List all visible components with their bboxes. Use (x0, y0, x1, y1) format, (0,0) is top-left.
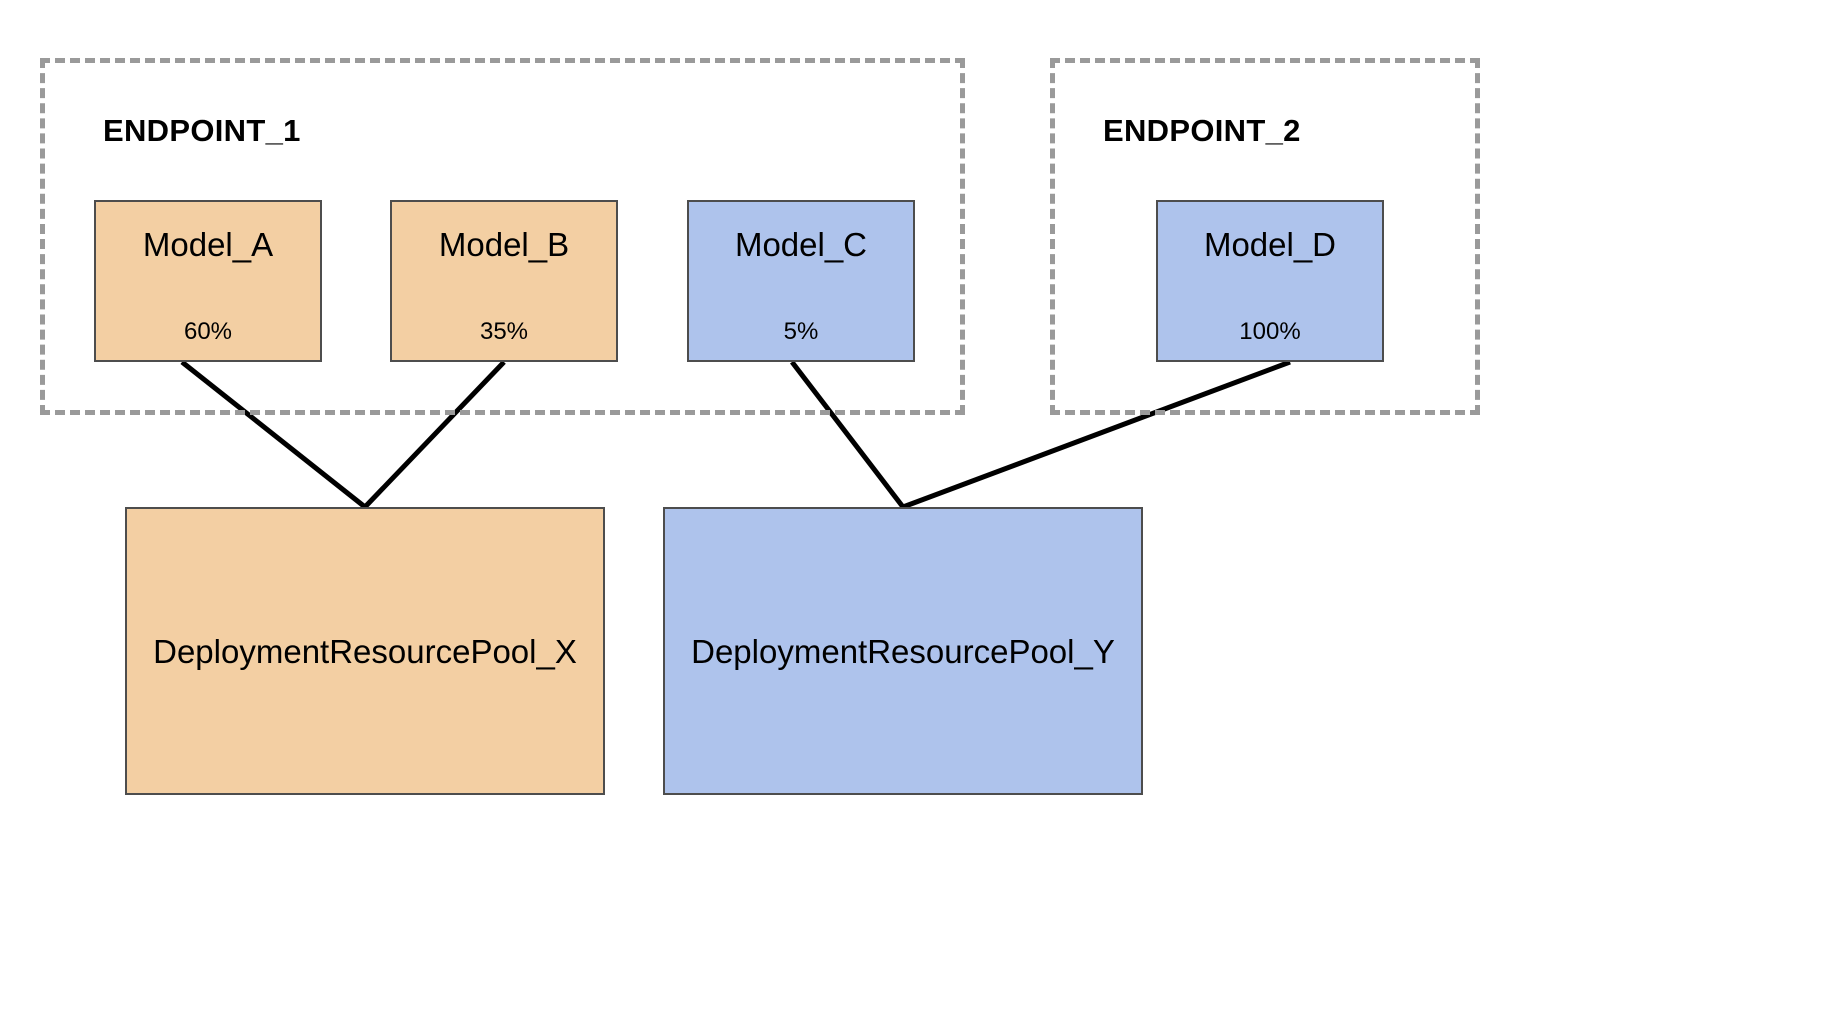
endpoint-group-1-title: ENDPOINT_1 (103, 113, 301, 148)
model-box-model-b[interactable]: Model_B 35% (390, 200, 618, 362)
model-c-name: Model_C (734, 226, 868, 263)
deployment-resource-pool-y[interactable]: DeploymentResourcePool_Y (663, 507, 1143, 795)
model-box-model-a[interactable]: Model_A 60% (94, 200, 322, 362)
model-d-name: Model_D (1203, 226, 1337, 263)
model-c-traffic-percent: 5% (783, 318, 819, 345)
deployment-resource-pool-x[interactable]: DeploymentResourcePool_X (125, 507, 605, 795)
model-box-model-c[interactable]: Model_C 5% (687, 200, 915, 362)
model-b-traffic-percent: 35% (479, 318, 529, 345)
endpoint-group-2-title: ENDPOINT_2 (1103, 113, 1301, 148)
model-d-traffic-percent: 100% (1239, 318, 1301, 345)
model-b-name: Model_B (438, 226, 570, 263)
model-a-name: Model_A (142, 226, 274, 263)
model-box-model-d[interactable]: Model_D 100% (1156, 200, 1384, 362)
pool-y-label: DeploymentResourcePool_Y (691, 632, 1115, 670)
pool-x-label: DeploymentResourcePool_X (153, 632, 577, 670)
model-a-traffic-percent: 60% (183, 318, 233, 345)
